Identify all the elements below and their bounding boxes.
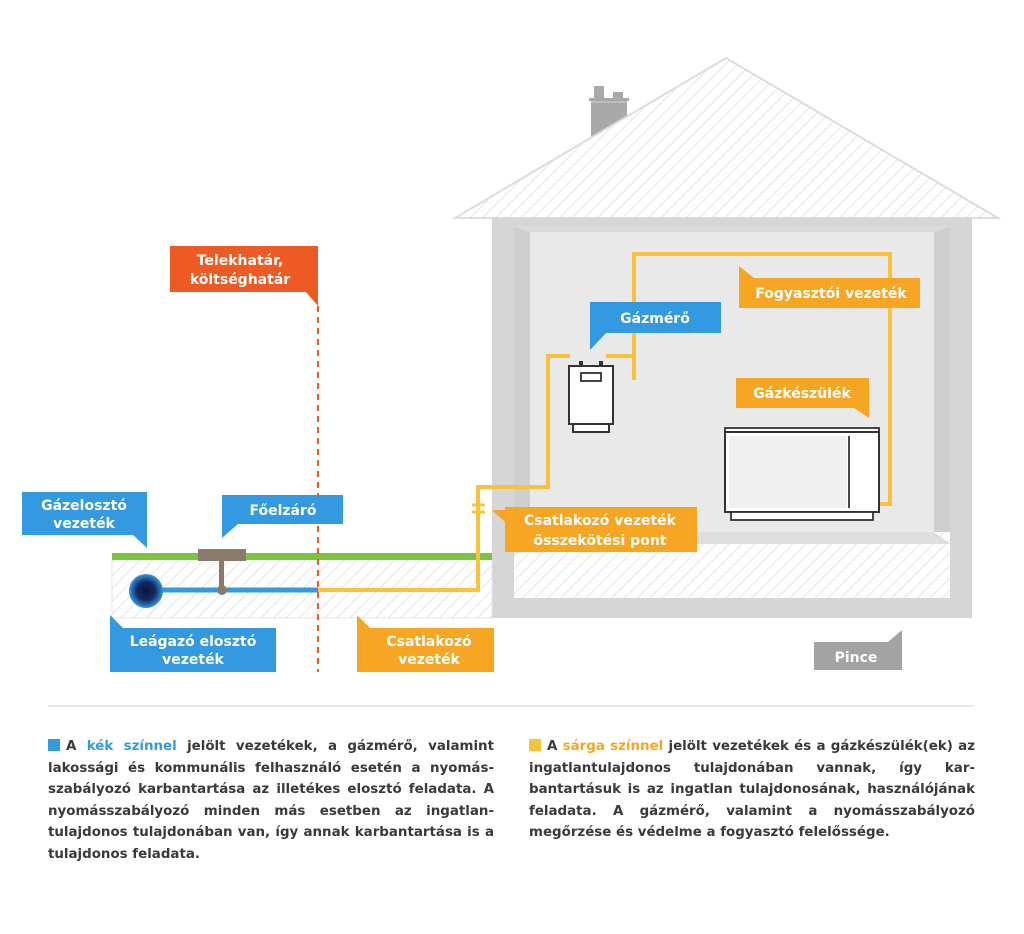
ground-surface-line [112,553,492,560]
legend-blue: A kék színnel jelölt vezetékek, a gázmér… [48,739,494,862]
consumer-pipe-label: Fogyasztói vezeték [739,266,920,308]
svg-text:Telekhatár,: Telekhatár, [197,253,284,269]
blue-pipes [129,574,318,608]
service-pipe-label: Csatlakozó vezeték [357,615,494,672]
gas-meter-label: Gázmérő [590,302,721,350]
svg-text:Gázelosztó: Gázelosztó [41,498,127,514]
svg-text:vezeték: vezeték [162,652,224,668]
main-shutoff-label: Főelzáró [222,495,343,538]
legend-yellow-highlight: sárga színnel [562,739,664,754]
svg-text:Pince: Pince [835,650,878,666]
svg-text:Csatlakozó vezeték: Csatlakozó vezeték [524,513,677,529]
distribution-pipe-label: Gázelosztó vezeték [22,492,147,548]
basement-label: Pince [814,630,902,670]
svg-text:Gázmérő: Gázmérő [620,311,690,327]
gas-appliance [724,427,880,521]
legend-yellow: A sárga színnel jelölt vezetékek és a gá… [529,739,975,840]
gas-appliance-label: Gázkészülék [736,378,869,418]
svg-text:összekötési pont: összekötési pont [534,533,667,549]
branch-pipe-label: Leágazó elosztó vezeték [110,615,276,672]
svg-text:Fogyasztói vezeték: Fogyasztói vezeték [755,286,907,302]
svg-text:vezeték: vezeték [398,652,460,668]
svg-text:Leágazó elosztó: Leágazó elosztó [130,634,257,650]
yellow-pipes [318,252,892,592]
ground-section [111,553,493,619]
house-roof [451,56,1002,219]
connection-point-label: Csatlakozó vezeték összekötési pont [492,507,697,552]
property-boundary-label: Telekhatár, költséghatár [170,246,318,306]
distribution-pipe-end [129,574,163,608]
blue-square-icon [48,739,60,751]
gas-meter [568,361,614,433]
yellow-square-icon [529,739,541,751]
main-shutoff-valve [198,549,246,595]
svg-text:Csatlakozó: Csatlakozó [386,634,472,650]
svg-text:vezeték: vezeték [53,516,115,532]
legend-blue-highlight: kék színnel [86,739,177,754]
svg-text:Főelzáró: Főelzáró [249,503,316,519]
svg-text:költséghatár: költséghatár [190,272,290,288]
svg-text:Gázkészülék: Gázkészülék [753,386,851,402]
